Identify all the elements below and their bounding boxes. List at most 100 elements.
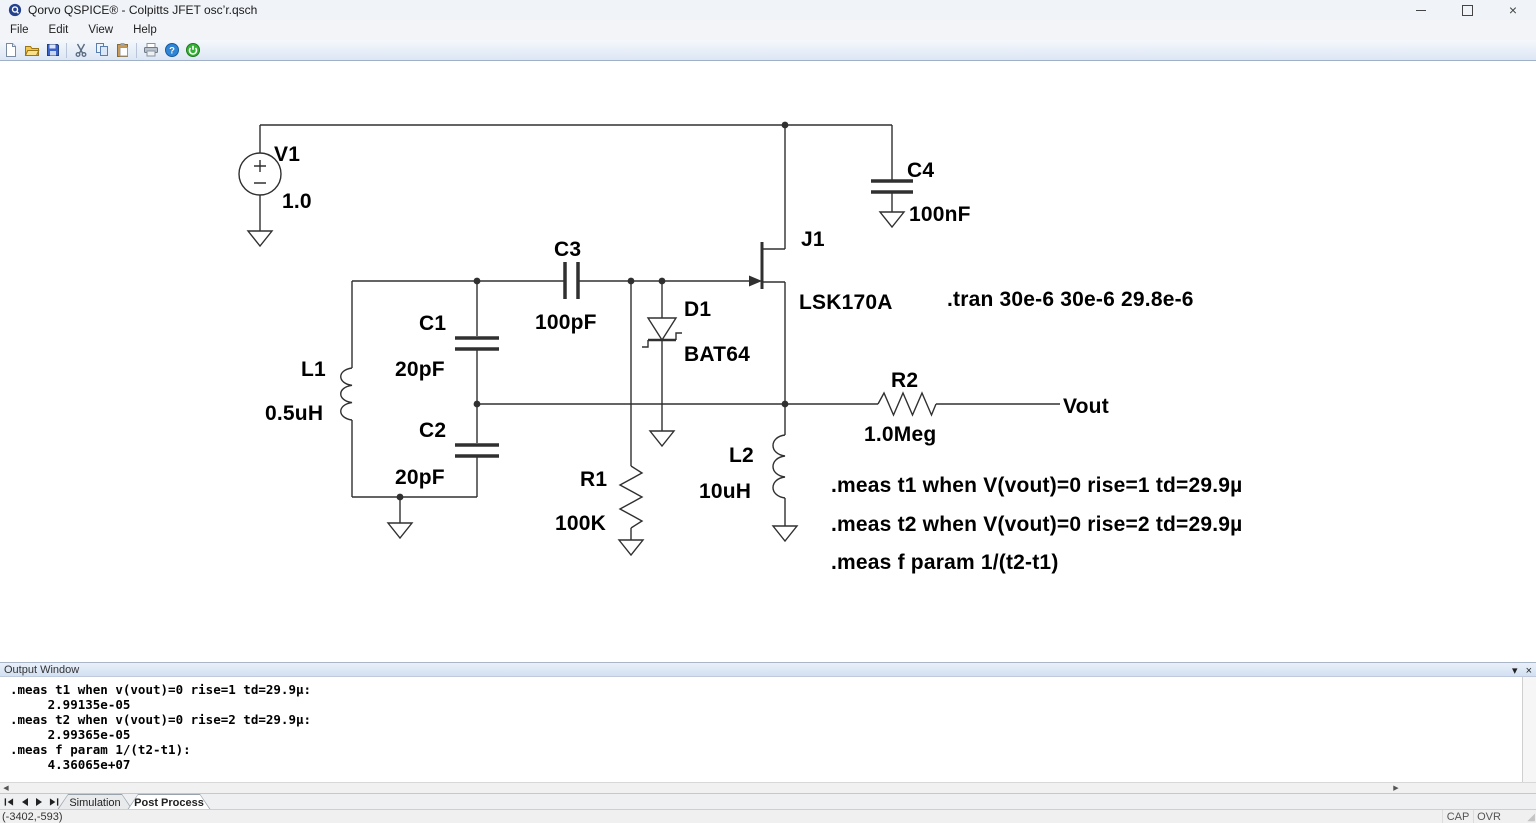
output-vertical-scrollbar[interactable] bbox=[1522, 677, 1536, 782]
label-j1-name[interactable]: J1 bbox=[801, 228, 825, 251]
print-icon bbox=[143, 43, 158, 57]
cut-button[interactable] bbox=[70, 41, 91, 60]
tab-next-button[interactable] bbox=[34, 796, 44, 808]
component-C1[interactable] bbox=[455, 336, 499, 351]
label-c4-name[interactable]: C4 bbox=[907, 159, 934, 182]
output-horizontal-scrollbar[interactable]: ◀ ▶ bbox=[0, 782, 1536, 793]
label-l1-value[interactable]: 0.5uH bbox=[265, 402, 323, 425]
component-C2[interactable] bbox=[455, 443, 499, 458]
directive-meas-t2[interactable]: .meas t2 when V(vout)=0 rise=2 td=29.9µ bbox=[831, 513, 1243, 536]
label-c3-name[interactable]: C3 bbox=[554, 238, 581, 261]
help-button[interactable]: ? bbox=[161, 41, 182, 60]
overwrite-indicator: OVR bbox=[1473, 810, 1504, 823]
wire-bottom-rail bbox=[352, 496, 477, 523]
label-c2-value[interactable]: 20pF bbox=[395, 466, 445, 489]
component-R2[interactable] bbox=[877, 391, 937, 417]
run-button[interactable] bbox=[182, 41, 203, 60]
open-file-button[interactable] bbox=[21, 41, 42, 60]
paste-button[interactable] bbox=[112, 41, 133, 60]
component-V1[interactable] bbox=[238, 152, 282, 196]
label-c4-value[interactable]: 100nF bbox=[909, 203, 971, 226]
label-l1-name[interactable]: L1 bbox=[301, 358, 326, 381]
component-C4[interactable] bbox=[871, 179, 913, 194]
ground-symbol-r1 bbox=[617, 539, 645, 557]
c2-plates bbox=[455, 443, 499, 458]
cursor-coordinates: (-3402,-593) bbox=[2, 811, 63, 823]
qspice-logo-icon bbox=[8, 3, 22, 17]
new-file-button[interactable] bbox=[0, 41, 21, 60]
component-D1[interactable] bbox=[642, 317, 682, 348]
ground-symbol-tank bbox=[386, 522, 414, 540]
tab-simulation[interactable]: Simulation bbox=[57, 794, 133, 810]
j1-gate-arrow bbox=[749, 275, 762, 287]
c3-plates bbox=[563, 262, 580, 299]
save-file-icon bbox=[46, 44, 59, 56]
close-button[interactable]: × bbox=[1490, 0, 1536, 20]
menu-view[interactable]: View bbox=[88, 24, 114, 36]
label-c2-name[interactable]: C2 bbox=[419, 419, 446, 442]
label-c1-value[interactable]: 20pF bbox=[395, 358, 445, 381]
menu-file[interactable]: File bbox=[10, 24, 29, 36]
label-d1-value[interactable]: BAT64 bbox=[684, 343, 750, 366]
output-window-body[interactable]: .meas t1 when v(vout)=0 rise=1 td=29.9µ:… bbox=[0, 677, 1522, 782]
schematic-drawing: V1 1.0 C4 100nF C3 100pF C1 20pF C2 20pF… bbox=[238, 121, 1243, 574]
minimize-button[interactable] bbox=[1398, 0, 1444, 20]
net-label-vout[interactable]: Vout bbox=[1063, 395, 1109, 418]
label-c1-name[interactable]: C1 bbox=[419, 312, 446, 335]
label-l2-name[interactable]: L2 bbox=[729, 444, 754, 467]
scroll-right-icon[interactable]: ▶ bbox=[1393, 785, 1399, 792]
label-d1-name[interactable]: D1 bbox=[684, 298, 711, 321]
output-dropdown-icon[interactable]: ▾ bbox=[1512, 665, 1518, 677]
next-tab-icon bbox=[35, 798, 42, 806]
label-r1-name[interactable]: R1 bbox=[580, 468, 607, 491]
directive-meas-f[interactable]: .meas f param 1/(t2-t1) bbox=[831, 551, 1059, 574]
copy-button[interactable] bbox=[91, 41, 112, 60]
label-r2-value[interactable]: 1.0Meg bbox=[864, 423, 936, 446]
toolbar-separator bbox=[66, 42, 67, 58]
output-line: .meas f param 1/(t2-t1): bbox=[10, 742, 191, 757]
toolbar: ? bbox=[0, 40, 1536, 61]
directive-meas-t1[interactable]: .meas t1 when V(vout)=0 rise=1 td=29.9µ bbox=[831, 474, 1243, 497]
label-r2-name[interactable]: R2 bbox=[891, 369, 918, 392]
label-v1-name[interactable]: V1 bbox=[274, 143, 300, 166]
label-j1-value[interactable]: LSK170A bbox=[799, 291, 893, 314]
label-r1-value[interactable]: 100K bbox=[555, 512, 606, 535]
component-J1[interactable] bbox=[749, 242, 785, 289]
print-button[interactable] bbox=[140, 41, 161, 60]
tab-last-button[interactable] bbox=[49, 796, 59, 808]
save-file-button[interactable] bbox=[42, 41, 63, 60]
output-line: .meas t1 when v(vout)=0 rise=1 td=29.9µ: bbox=[10, 682, 312, 697]
copy-icon bbox=[95, 43, 108, 56]
window-title: Qorvo QSPICE® - Colpitts JFET osc’r.qsch bbox=[28, 3, 258, 17]
label-v1-value[interactable]: 1.0 bbox=[282, 190, 312, 213]
menu-edit[interactable]: Edit bbox=[48, 24, 69, 36]
component-L1[interactable] bbox=[340, 367, 353, 421]
first-tab-icon bbox=[4, 798, 14, 806]
component-L2[interactable] bbox=[772, 434, 786, 499]
tab-first-button[interactable] bbox=[4, 796, 14, 808]
label-c3-value[interactable]: 100pF bbox=[535, 311, 597, 334]
menu-help[interactable]: Help bbox=[133, 24, 157, 36]
junction-dots bbox=[396, 121, 789, 501]
scroll-left-icon[interactable]: ◀ bbox=[3, 785, 9, 792]
help-icon: ? bbox=[164, 43, 179, 57]
resize-grip[interactable]: ◢ bbox=[1527, 812, 1535, 823]
component-R1[interactable] bbox=[618, 465, 644, 529]
tab-prev-button[interactable] bbox=[19, 796, 29, 808]
tab-post-process[interactable]: Post Process bbox=[127, 794, 211, 810]
r1-zigzag bbox=[618, 465, 644, 529]
output-close-icon[interactable]: × bbox=[1525, 664, 1532, 677]
label-l2-value[interactable]: 10uH bbox=[699, 480, 751, 503]
l1-coil bbox=[340, 367, 353, 421]
component-C3[interactable] bbox=[563, 262, 580, 299]
menu-bar: File Edit View Help bbox=[0, 20, 1536, 40]
output-line: 2.99135e-05 bbox=[10, 697, 131, 712]
close-icon: × bbox=[1508, 2, 1518, 18]
directive-tran[interactable]: .tran 30e-6 30e-6 29.8e-6 bbox=[947, 288, 1194, 311]
schematic-canvas[interactable]: V1 1.0 C4 100nF C3 100pF C1 20pF C2 20pF… bbox=[0, 61, 1536, 662]
r2-zigzag bbox=[877, 391, 937, 417]
ground-symbol-v1 bbox=[246, 230, 274, 248]
run-icon bbox=[185, 43, 200, 57]
l2-coil bbox=[772, 434, 786, 499]
maximize-button[interactable] bbox=[1444, 0, 1490, 20]
